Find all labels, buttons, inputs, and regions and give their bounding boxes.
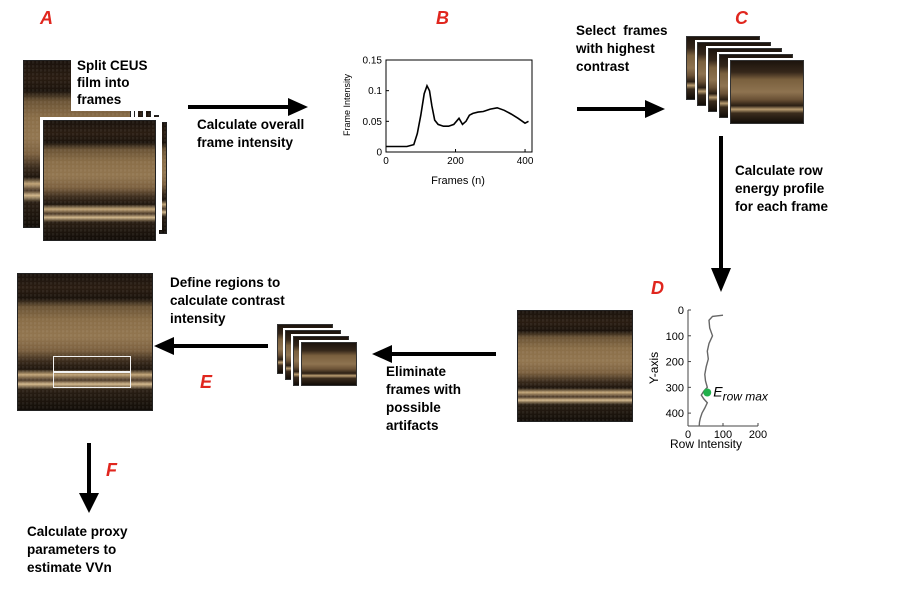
chart-d-ylabel: Y-axis xyxy=(648,352,661,384)
chart-b-ytick-label: 0.15 xyxy=(363,56,383,67)
chart-b-xlabel: Frames (n) xyxy=(431,175,485,187)
eliminate-line-4: artifacts xyxy=(386,418,439,433)
define-line-3: intensity xyxy=(170,311,226,326)
frame-e xyxy=(17,273,153,411)
arrow-to-e xyxy=(154,337,268,355)
chart-d-ytick-label: 300 xyxy=(666,382,684,394)
calc-intensity-caption: Calculate overall frame intensity xyxy=(197,116,304,152)
label-f: F xyxy=(106,460,117,480)
chart-b-xtick-label: 200 xyxy=(447,156,464,167)
eliminate-line-3: possible xyxy=(386,400,441,415)
select-frames-caption: Select frames with highest contrast xyxy=(576,22,668,76)
chart-d-xtick-label: 200 xyxy=(749,429,767,441)
emax-sub: row max xyxy=(723,389,769,403)
eliminate-caption: Eliminate frames with possible artifacts xyxy=(386,363,461,435)
proxy-line-1: Calculate proxy xyxy=(27,524,128,539)
chart-b-ytick-label: 0 xyxy=(376,148,382,159)
frame-intensity-chart: 0 200 400 0 0.05 0.1 0.15 Frames (n) Frame Int… xyxy=(342,56,534,188)
emax-marker xyxy=(703,388,712,397)
proxy-line-3: estimate VVn xyxy=(27,560,112,575)
chart-b-ylabel: Frame Intensity xyxy=(342,73,352,136)
label-c: C xyxy=(735,8,748,28)
stack-frame-front xyxy=(730,60,804,124)
row-energy-line-1: Calculate row xyxy=(735,163,823,178)
proxy-caption: Calculate proxy parameters to estimate V… xyxy=(27,523,128,577)
calc-intensity-line-1: Calculate overall xyxy=(197,117,305,132)
chart-d-ytick-label: 200 xyxy=(666,357,684,369)
row-energy-line-3: for each frame xyxy=(735,199,829,214)
split-caption: Split CEUS film into frames xyxy=(71,54,165,111)
roi-box-lower xyxy=(53,372,131,388)
chart-d-axes xyxy=(687,310,758,427)
eliminate-line-2: frames with xyxy=(386,382,462,397)
chart-b-xtick-label: 400 xyxy=(517,156,534,167)
emax-annotation: Erow max xyxy=(713,383,769,403)
label-b: B xyxy=(436,8,449,28)
chart-d-ytick-label: 400 xyxy=(666,408,684,420)
frame-d xyxy=(517,310,633,422)
arrow-b-to-c xyxy=(577,100,665,118)
eliminate-line-1: Eliminate xyxy=(386,364,447,379)
split-line-1: Split CEUS xyxy=(77,58,148,73)
calc-intensity-line-2: frame intensity xyxy=(197,135,294,150)
stack-frame-front xyxy=(43,120,156,241)
select-line-2: with highest xyxy=(576,41,655,56)
row-energy-caption: Calculate row energy profile for each fr… xyxy=(735,162,828,216)
arrow-a-to-b xyxy=(188,98,308,116)
define-line-2: calculate contrast xyxy=(170,293,285,308)
chart-d-line xyxy=(698,314,724,427)
arrow-d-to-eliminate xyxy=(372,345,496,363)
row-energy-line-2: energy profile xyxy=(735,181,825,196)
proxy-line-2: parameters to xyxy=(27,542,117,557)
select-line-1: Select frames xyxy=(576,23,668,38)
chart-b-ytick-label: 0.05 xyxy=(363,117,383,128)
chart-b-axes xyxy=(385,59,533,153)
chart-d-xtick-label: 0 xyxy=(685,429,691,441)
roi-box-upper xyxy=(53,356,131,372)
chart-b-line xyxy=(386,83,529,148)
split-line-3: frames xyxy=(77,92,122,107)
stack-frame-front xyxy=(301,342,357,386)
chart-d-xlabel: Row Intensity xyxy=(670,437,742,451)
chart-b-xtick-label: 0 xyxy=(383,156,389,167)
emax-base: E xyxy=(713,383,723,399)
chart-b-ytick-label: 0.1 xyxy=(368,86,382,97)
define-regions-caption: Define regions to calculate contrast int… xyxy=(170,274,285,328)
label-d: D xyxy=(651,278,664,298)
arrow-c-to-d xyxy=(711,136,731,292)
chart-d-ytick-label: 0 xyxy=(678,305,684,317)
chart-b-frame xyxy=(385,59,533,153)
arrow-e-to-f xyxy=(79,443,99,513)
chart-d-ytick-label: 100 xyxy=(666,331,684,343)
split-line-2: film into xyxy=(77,75,130,90)
label-e: E xyxy=(200,372,213,392)
chart-b-ticks: 0 200 400 0 0.05 0.1 0.15 xyxy=(363,56,534,168)
define-line-1: Define regions to xyxy=(170,275,281,290)
chart-d-xtick-label: 100 xyxy=(714,429,732,441)
select-line-3: contrast xyxy=(576,59,630,74)
label-a: A xyxy=(40,8,53,28)
